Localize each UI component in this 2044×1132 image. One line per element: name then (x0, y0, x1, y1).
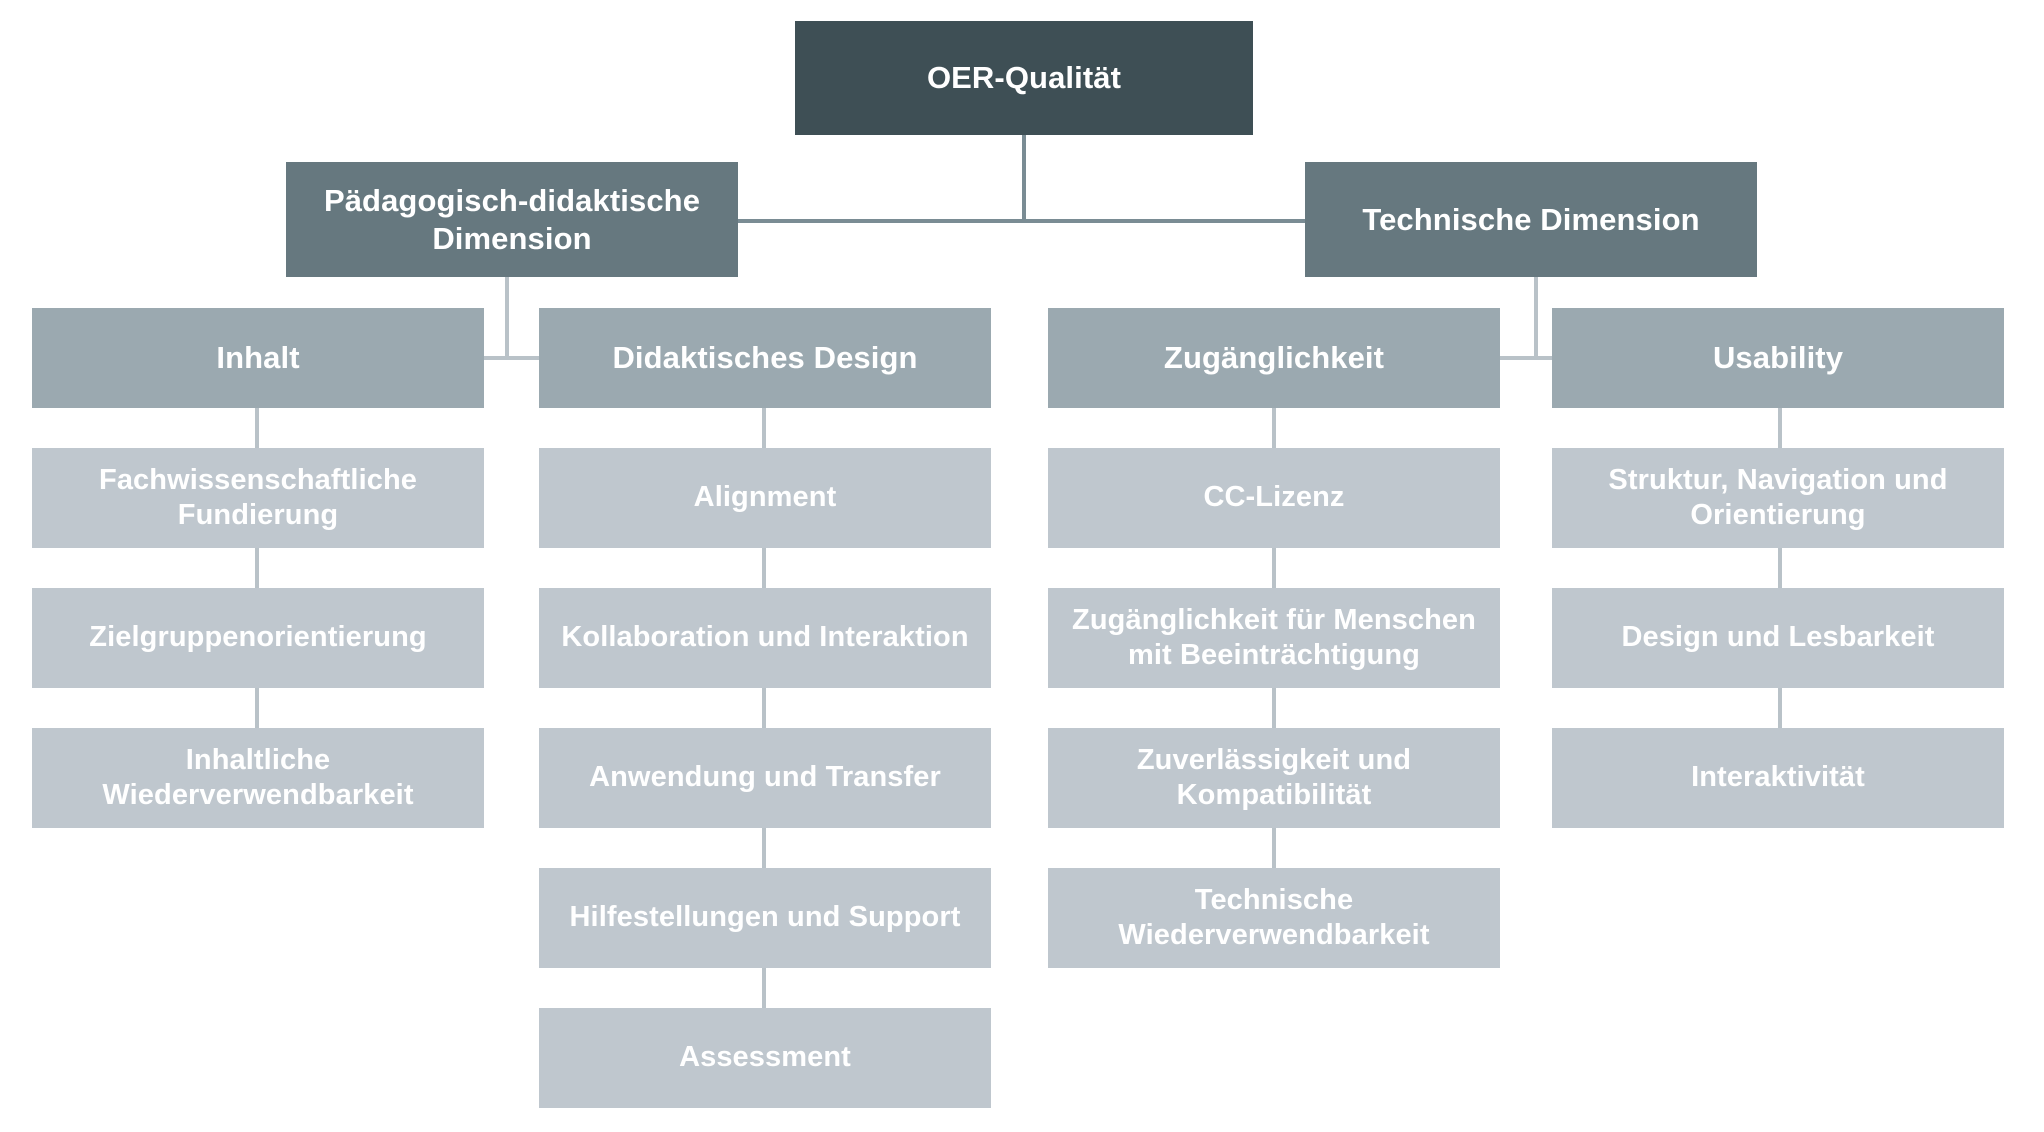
node-label: Didaktisches Design (612, 340, 918, 376)
connector-dimension-bar (507, 219, 1517, 223)
connector-left-category-bar (255, 356, 759, 360)
connector-right-dimension-down (1534, 207, 1538, 358)
node-label: Assessment (679, 1041, 851, 1074)
node-leaf-fachwissenschaftliche-fundierung[interactable]: Fachwissenschaftliche Fundierung (32, 448, 484, 548)
node-label: Inhaltliche Wiederverwendbarkeit (102, 743, 414, 811)
node-leaf-inhaltliche-wiederverwendbarkeit[interactable]: Inhaltliche Wiederverwendbarkeit (32, 728, 484, 828)
node-label: Zuverlässigkeit und Kompatibilität (1136, 743, 1412, 811)
node-category-inhalt[interactable]: Inhalt (32, 308, 484, 408)
node-label: Interaktivität (1691, 761, 1865, 794)
node-leaf-design-und-lesbarkeit[interactable]: Design und Lesbarkeit (1552, 588, 2004, 688)
node-label: Zielgruppenorientierung (89, 621, 427, 654)
node-leaf-zielgruppenorientierung[interactable]: Zielgruppenorientierung (32, 588, 484, 688)
node-leaf-assessment[interactable]: Assessment (539, 1008, 991, 1108)
connector-right-category-bar (1272, 356, 1778, 360)
node-label: Usability (1712, 340, 1844, 376)
node-label: Pädagogisch-didaktische Dimension (323, 182, 701, 256)
node-label: Kollaboration und Interaktion (561, 621, 969, 654)
node-root-oer-qualitaet[interactable]: OER-Qualität (795, 21, 1253, 135)
connector-left-dimension-down (505, 207, 509, 358)
connector-col2-spine (762, 408, 766, 1008)
node-label: Inhalt (216, 340, 300, 376)
node-leaf-anwendung-und-transfer[interactable]: Anwendung und Transfer (539, 728, 991, 828)
node-leaf-struktur-navigation-und-orientierung[interactable]: Struktur, Navigation und Orientierung (1552, 448, 2004, 548)
node-label: Zugänglichkeit für Menschen mit Beeinträ… (1072, 603, 1476, 671)
node-leaf-interaktivitaet[interactable]: Interaktivität (1552, 728, 2004, 828)
node-dimension-technisch[interactable]: Technische Dimension (1305, 162, 1757, 277)
node-leaf-kollaboration-und-interaktion[interactable]: Kollaboration und Interaktion (539, 588, 991, 688)
node-category-didaktisches-design[interactable]: Didaktisches Design (539, 308, 991, 408)
node-leaf-zugaenglichkeit-fuer-menschen-mit-beeintraechtigung[interactable]: Zugänglichkeit für Menschen mit Beeinträ… (1048, 588, 1500, 688)
node-category-zugaenglichkeit[interactable]: Zugänglichkeit (1048, 308, 1500, 408)
node-dimension-paedagogisch-didaktisch[interactable]: Pädagogisch-didaktische Dimension (286, 162, 738, 277)
node-label: CC-Lizenz (1203, 481, 1345, 514)
node-leaf-hilfestellungen-und-support[interactable]: Hilfestellungen und Support (539, 868, 991, 968)
node-label: Fachwissenschaftliche Fundierung (99, 463, 417, 531)
node-label: Zugänglichkeit (1163, 340, 1385, 376)
node-label: Technische Dimension (1362, 201, 1700, 237)
node-leaf-zuverlaessigkeit-und-kompatibilitaet[interactable]: Zuverlässigkeit und Kompatibilität (1048, 728, 1500, 828)
node-leaf-alignment[interactable]: Alignment (539, 448, 991, 548)
node-label: Alignment (693, 481, 837, 514)
node-label: OER-Qualität (926, 60, 1122, 96)
node-leaf-cc-lizenz[interactable]: CC-Lizenz (1048, 448, 1500, 548)
node-label: Struktur, Navigation und Orientierung (1608, 463, 1948, 531)
node-leaf-technische-wiederverwendbarkeit[interactable]: Technische Wiederverwendbarkeit (1048, 868, 1500, 968)
connector-root-down (1022, 135, 1026, 221)
connector-col4-spine (1778, 408, 1782, 728)
node-label: Technische Wiederverwendbarkeit (1118, 883, 1430, 951)
node-category-usability[interactable]: Usability (1552, 308, 2004, 408)
node-label: Anwendung und Transfer (589, 761, 941, 794)
connector-col1-spine (255, 408, 259, 728)
node-label: Hilfestellungen und Support (569, 901, 961, 934)
node-label: Design und Lesbarkeit (1621, 621, 1935, 654)
